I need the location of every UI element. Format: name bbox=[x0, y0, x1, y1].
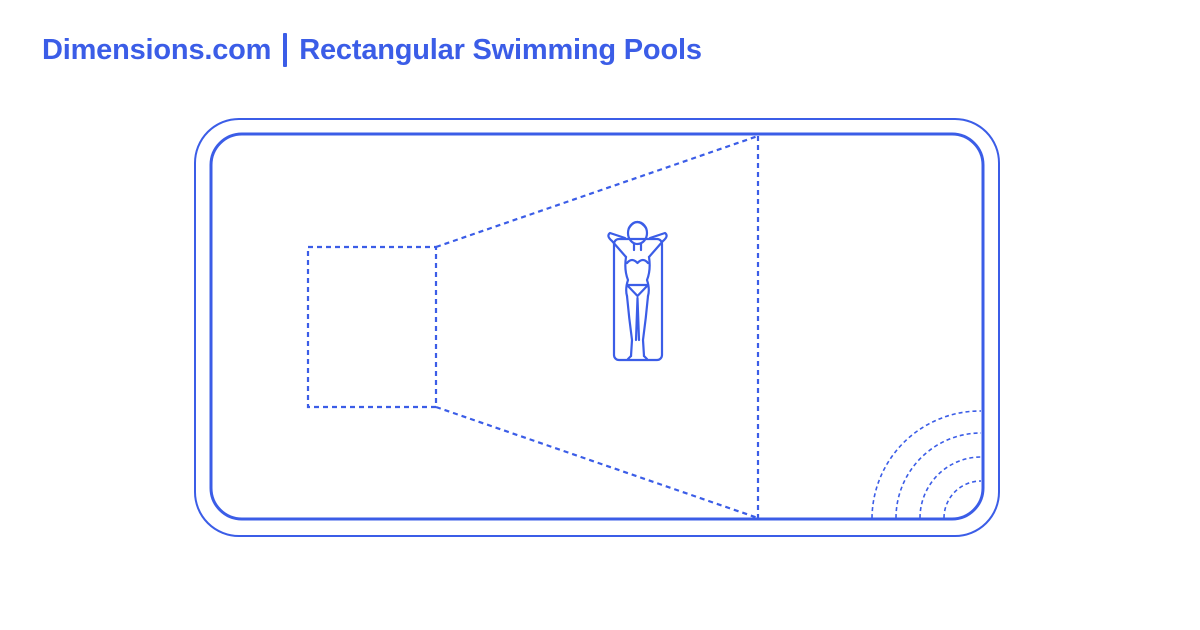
person-on-float-icon bbox=[607, 220, 668, 362]
pool-coping-outline bbox=[194, 118, 1000, 537]
site-name[interactable]: Dimensions.com bbox=[42, 33, 272, 66]
shallow-end-step-area bbox=[306, 245, 438, 409]
pool-water-edge bbox=[209, 132, 985, 521]
title-separator bbox=[283, 33, 288, 67]
sloped-floor-transition bbox=[435, 134, 759, 520]
page-title: Rectangular Swimming Pools bbox=[299, 33, 702, 66]
corner-entry-steps bbox=[871, 410, 982, 519]
page-header: Dimensions.com Rectangular Swimming Pool… bbox=[42, 28, 702, 72]
